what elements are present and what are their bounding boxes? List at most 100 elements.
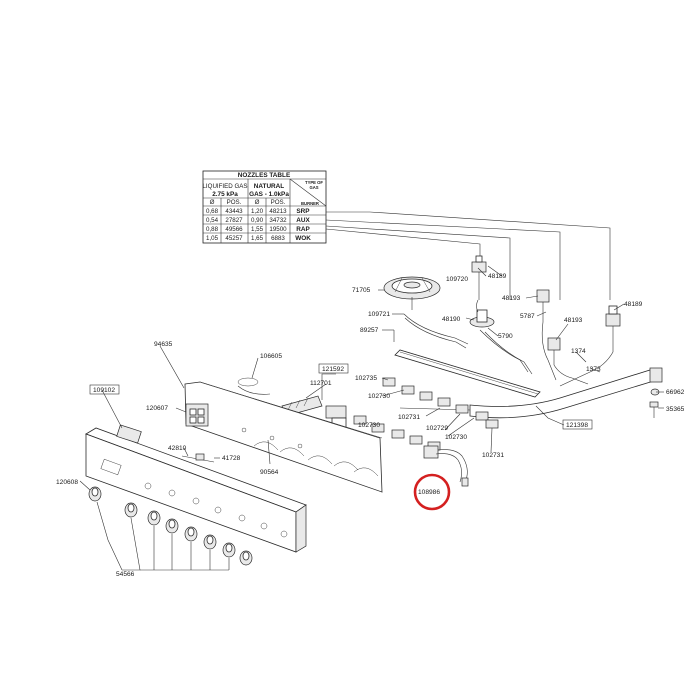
label-71705: 71705 xyxy=(352,287,371,294)
label-48190: 48190 xyxy=(442,316,461,323)
cell-lpg-diam: 0,54 xyxy=(206,217,219,224)
cell-burner: RAP xyxy=(296,226,310,233)
boxed-label-121398: 121398 xyxy=(562,419,593,430)
type-header-2: GAS xyxy=(309,185,318,190)
label-121398: 121398 xyxy=(566,422,588,429)
cell-ng-diam: 1,55 xyxy=(251,226,264,233)
label-42810: 42810 xyxy=(168,445,187,452)
cell-lpg-pos: 27827 xyxy=(225,217,243,224)
label-102730-left: 102730 xyxy=(358,422,380,429)
label-48189-right: 48189 xyxy=(624,301,643,308)
cell-lpg-diam: 1,05 xyxy=(206,235,219,242)
label-109720: 109720 xyxy=(446,276,468,283)
valve-109720 xyxy=(471,255,487,300)
bracket-cutouts xyxy=(253,441,379,477)
top-rail xyxy=(394,349,541,398)
cell-ng-diam: 1,20 xyxy=(251,208,264,215)
valve-48193-b xyxy=(547,337,561,365)
part-labels: 109720 48189 71705 48193 48189 109721 48… xyxy=(56,273,685,578)
knob xyxy=(147,510,161,526)
label-35365: 35365 xyxy=(666,406,685,413)
label-109102: 109102 xyxy=(93,387,115,394)
label-89257: 89257 xyxy=(360,327,379,334)
cell-ng-diam: 1,65 xyxy=(251,235,264,242)
highlight-circle xyxy=(413,473,451,511)
label-102731-mid: 102731 xyxy=(398,414,420,421)
label-102730-right: 102730 xyxy=(445,434,467,441)
nozzles-table-row: 0,68 43443 1,20 48213 SRP xyxy=(206,208,310,215)
knob xyxy=(239,550,253,566)
boxed-label-121592: 121592 xyxy=(318,363,349,374)
part-leader-lines xyxy=(79,265,664,491)
lpg-header: LIQUIFIED GAS xyxy=(202,183,247,190)
label-54566: 54566 xyxy=(116,571,135,578)
label-41728: 41728 xyxy=(222,455,241,462)
cell-ng-diam: 0,90 xyxy=(251,217,264,224)
label-66962: 66962 xyxy=(666,389,685,396)
thermocouple-41728 xyxy=(181,453,215,463)
label-5787: 5787 xyxy=(520,313,535,320)
cell-ng-pos: 6883 xyxy=(271,235,285,242)
cell-burner: SRP xyxy=(296,208,310,215)
label-48189-top: 48189 xyxy=(488,273,507,280)
gas-pipes xyxy=(403,299,614,387)
ignition-switch-108986 xyxy=(423,445,469,487)
knob xyxy=(124,502,138,518)
knob-120608 xyxy=(88,486,102,502)
nozzles-table-title: NOZZLES TABLE xyxy=(238,172,291,179)
thermostat-106605 xyxy=(237,377,271,395)
label-106605: 106605 xyxy=(260,353,282,360)
cell-ng-pos: 34732 xyxy=(269,217,287,224)
front-fascia-panel xyxy=(85,427,307,553)
part-35365 xyxy=(649,401,659,418)
col-diam-lpg: Ø xyxy=(210,199,215,206)
col-pos-lpg: POS. xyxy=(227,199,242,206)
nozzles-table-row: 0,54 27827 0,90 34732 AUX xyxy=(206,217,311,224)
control-knobs xyxy=(88,486,253,566)
ng-pressure: GAS - 1.0kPa xyxy=(249,191,289,198)
cell-burner: AUX xyxy=(296,217,310,224)
valve-48193-a xyxy=(536,289,550,322)
valve-48189 xyxy=(605,305,621,352)
bracket-109102 xyxy=(116,424,142,444)
knob xyxy=(203,534,217,550)
valve-48190 xyxy=(469,309,495,328)
label-48193-left: 48193 xyxy=(502,295,521,302)
knob xyxy=(165,518,179,534)
cell-lpg-pos: 49566 xyxy=(225,226,243,233)
cell-ng-pos: 48213 xyxy=(269,208,287,215)
label-90564: 90564 xyxy=(260,469,279,476)
label-120608: 120608 xyxy=(56,479,78,486)
col-diam-ng: Ø xyxy=(255,199,260,206)
cell-burner: WOK xyxy=(295,235,311,242)
label-102731-right: 102731 xyxy=(482,452,504,459)
knob xyxy=(184,526,198,542)
label-112701: 112701 xyxy=(310,380,332,387)
ng-header: NATURAL xyxy=(254,183,285,190)
burner-header: BURNER xyxy=(301,201,319,206)
label-109721: 109721 xyxy=(368,311,390,318)
switch-box-120607 xyxy=(185,403,209,427)
label-120607: 120607 xyxy=(146,405,168,412)
lpg-pressure: 2.75 kPa xyxy=(212,191,238,198)
label-48193-right: 48193 xyxy=(564,317,583,324)
fascia-knob-holes xyxy=(144,482,288,538)
table-leader-lines xyxy=(325,211,611,300)
nozzles-table: NOZZLES TABLE LIQUIFIED GAS 2.75 kPa NAT… xyxy=(202,170,327,244)
label-1374: 1374 xyxy=(571,348,586,355)
cell-lpg-pos: 45257 xyxy=(225,235,243,242)
type-header-1: TYPE OF xyxy=(305,180,323,185)
cell-ng-pos: 19500 xyxy=(269,226,287,233)
cell-lpg-pos: 43443 xyxy=(225,208,243,215)
knob-leader-lines xyxy=(96,501,230,571)
col-pos-ng: POS. xyxy=(271,199,286,206)
nozzles-table-row: 1,05 45257 1,65 6883 WOK xyxy=(206,235,311,242)
cell-lpg-diam: 0,68 xyxy=(206,208,219,215)
burner-cap-71705 xyxy=(383,276,441,310)
label-102730-top: 102730 xyxy=(368,393,390,400)
cell-lpg-diam: 0,88 xyxy=(206,226,219,233)
label-121592: 121592 xyxy=(322,366,344,373)
label-108986: 108986 xyxy=(418,489,440,496)
label-102729: 102729 xyxy=(426,425,448,432)
